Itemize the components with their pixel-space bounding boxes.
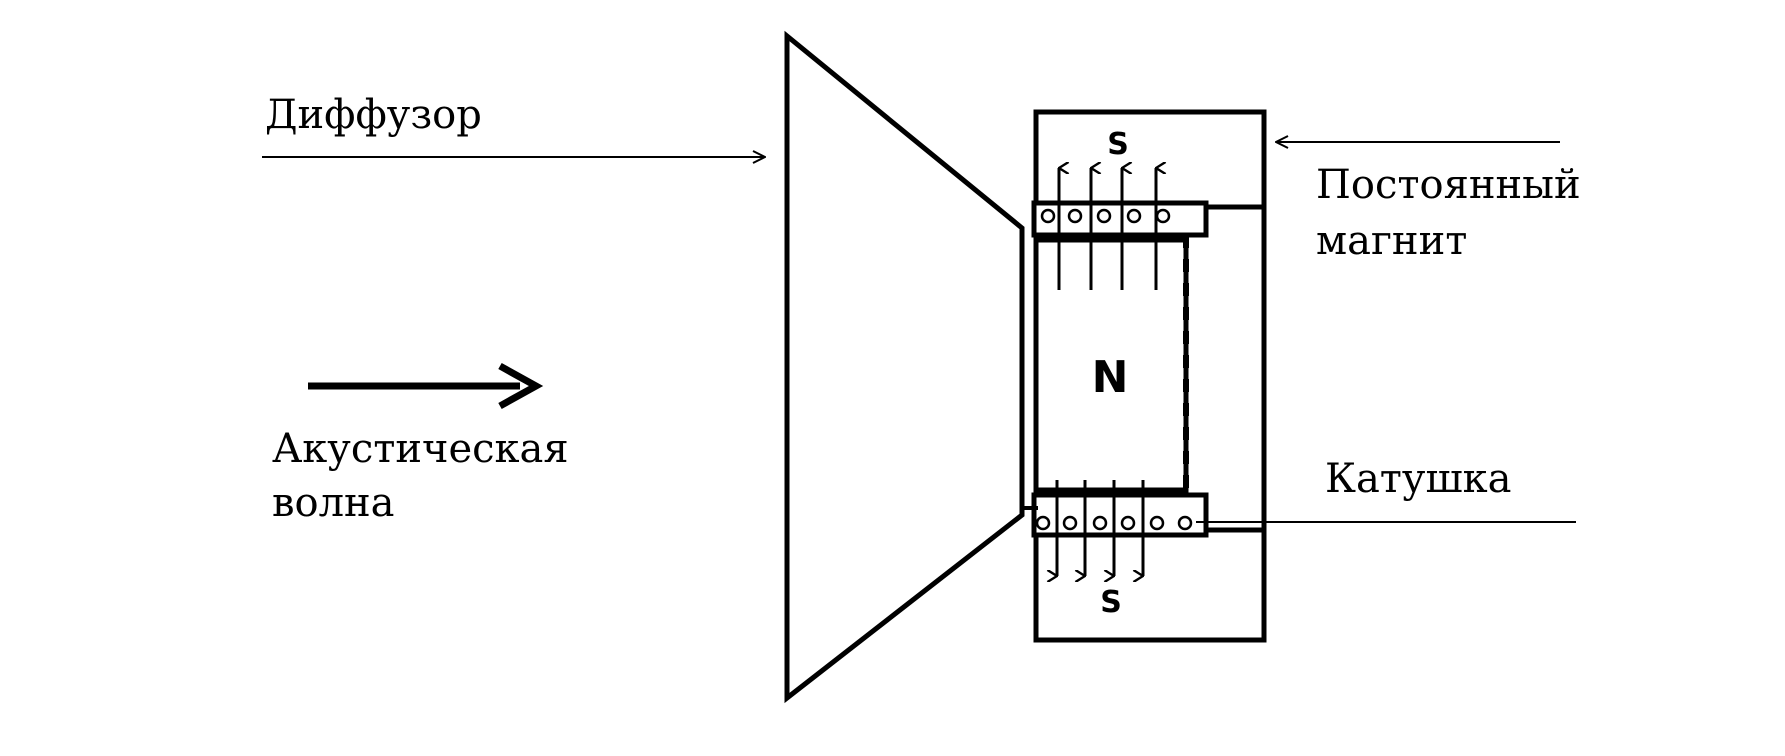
pole-north: N (1092, 352, 1129, 403)
coil-top-winding (1031, 200, 1209, 238)
label-acoustic-wave-line1: Акустическая (272, 426, 569, 472)
diffuser-cone (784, 30, 1025, 704)
label-permanent-magnet-line2: магнит (1316, 218, 1467, 264)
label-acoustic-wave-line2: волна (272, 480, 395, 526)
field-lines-up (1057, 168, 1156, 290)
field-lines-down (1057, 480, 1145, 576)
magnet-bottom-south-block (1033, 527, 1267, 643)
magnet-top-south-block (1033, 109, 1267, 210)
magnet-north-core (1033, 237, 1189, 493)
label-diffuser: Диффузор (265, 92, 482, 138)
acoustic-wave-arrow (308, 362, 544, 410)
coil-bottom-winding (1031, 492, 1209, 538)
voice-coil-former (1020, 237, 1038, 510)
label-coil: Катушка (1325, 456, 1512, 502)
pole-bottom-south: S (1100, 585, 1122, 620)
coil-bottom-loops (1035, 515, 1193, 531)
pole-top-south: S (1107, 127, 1129, 162)
label-permanent-magnet-line1: Постоянный (1316, 162, 1581, 208)
